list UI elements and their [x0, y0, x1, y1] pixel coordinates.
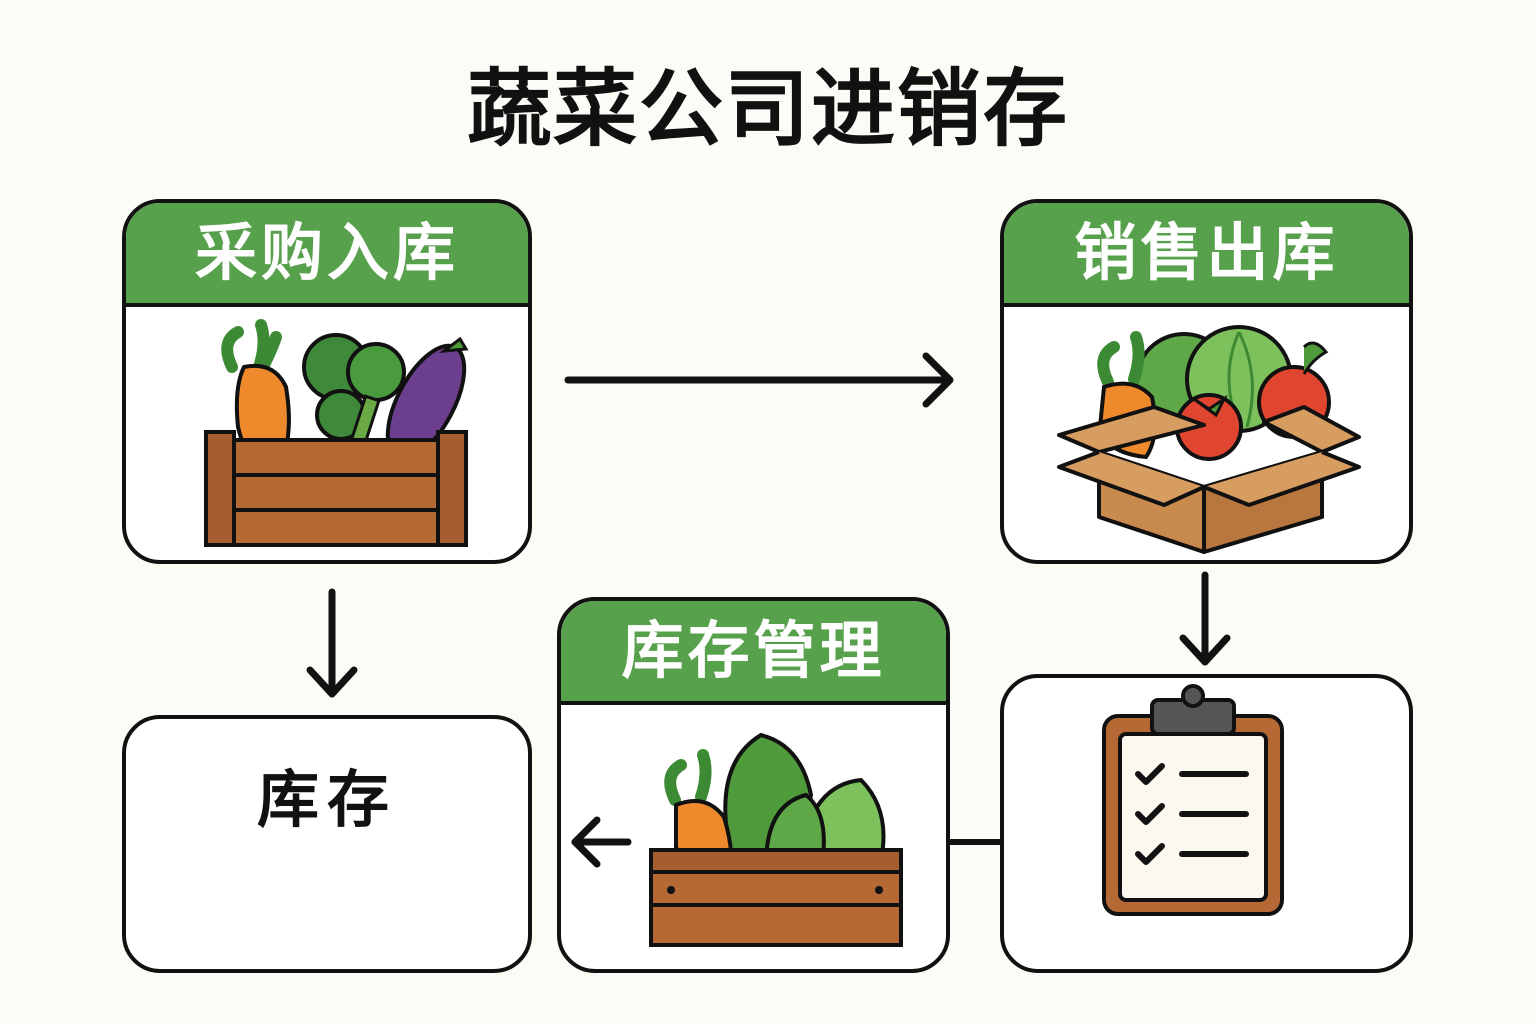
inventory-card: 库存 — [122, 715, 532, 973]
arrow-purchase-to-inventory — [306, 588, 358, 698]
manage-card-header: 库存管理 — [561, 601, 946, 705]
sales-card-header: 销售出库 — [1004, 203, 1409, 307]
purchase-card-header: 采购入库 — [126, 203, 528, 307]
arrow-sales-to-checklist — [1179, 571, 1231, 666]
purchase-card: 采购入库 — [122, 199, 532, 564]
vegetable-box-icon — [1057, 325, 1361, 554]
vegetable-crate-icon — [204, 319, 469, 547]
arrow-manage-to-inventory — [571, 816, 632, 868]
inventory-card-label: 库存 — [256, 763, 397, 836]
checklist-card — [1000, 674, 1413, 973]
manage-card: 库存管理 — [557, 597, 950, 973]
greens-crate-icon — [649, 732, 903, 947]
arrow-purchase-to-sales — [564, 352, 954, 408]
sales-card: 销售出库 — [1000, 199, 1413, 564]
clipboard-checklist-icon — [1102, 684, 1284, 916]
page-title: 蔬菜公司进销存 — [466, 60, 1069, 158]
